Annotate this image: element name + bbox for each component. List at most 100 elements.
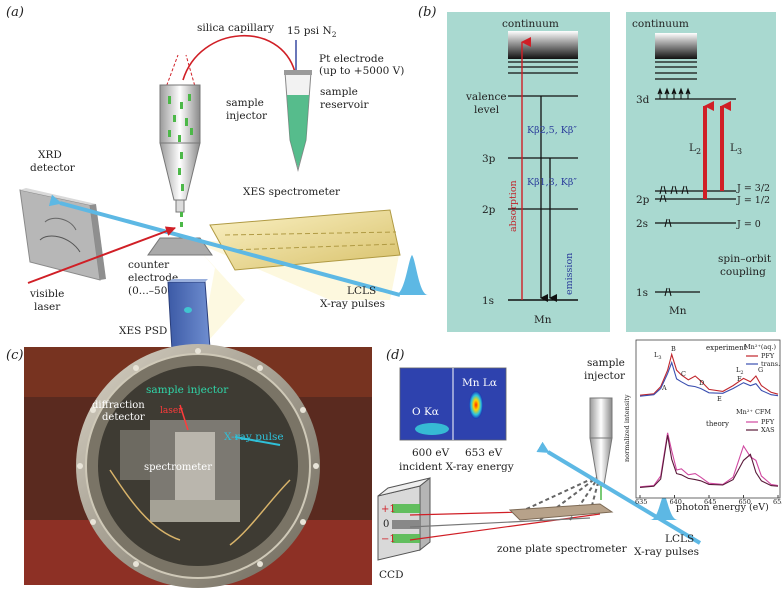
xes-psd-label: XES PSD <box>119 325 167 337</box>
element-label-left: Mn <box>534 314 552 326</box>
xrd-detector <box>19 188 106 281</box>
sample-label: sample <box>320 86 358 98</box>
spectrometer-photo-label: spectrometer <box>144 462 212 473</box>
sample-injector-d <box>589 397 613 500</box>
counter-label-1: counter <box>128 259 170 271</box>
silica-capillary <box>182 35 296 81</box>
diffraction-label-1: diffraction <box>92 400 145 411</box>
level-2p-label-left: 2p <box>482 204 496 216</box>
2s-electron-pair <box>664 218 672 228</box>
xray-pulse-pointer <box>234 436 281 446</box>
peak-g: G <box>758 366 763 374</box>
x-tick-label: 640 <box>670 498 682 506</box>
lcls-label-d-1: LCLS <box>665 533 694 545</box>
inset-spectrum-chart: 635640645650655 photon energy (eV) norma… <box>623 339 782 513</box>
inset-series <box>639 352 779 488</box>
xes-spectrometer-label: XES spectrometer <box>243 186 341 198</box>
absorption-label: absorption <box>508 180 519 232</box>
mn-la-spot <box>469 391 483 419</box>
level-2p-label-right: 2p <box>636 194 650 206</box>
panel-c: X-ray pulse sample injector laser diffra… <box>24 344 372 588</box>
continuum-label-left: continuum <box>502 18 559 30</box>
legend-xas: XAS <box>761 426 775 434</box>
panel-a: XRD detector silica capillary 15 psi N2 … <box>19 22 428 351</box>
series-line-theory-pfy <box>639 432 779 488</box>
peak-f: F <box>737 375 742 383</box>
continuum-lines-right <box>655 61 697 80</box>
kb13-label: Kβ1,3, Kβ″ <box>527 177 577 188</box>
j0-label: J = 0 <box>736 219 761 230</box>
injector-label-1: sample <box>226 97 264 109</box>
series-line-experiment-pfy <box>639 352 779 396</box>
lcls-label-a-1: LCLS <box>347 285 376 297</box>
emission-label: emission <box>564 253 575 295</box>
visible-laser-beam <box>27 226 176 284</box>
visible-label-1: visible <box>29 288 64 300</box>
reservoir-label: reservoir <box>320 99 369 111</box>
inset-mn-aq-label: Mn²⁺(aq.) <box>744 343 777 351</box>
peak-b: B <box>671 345 676 353</box>
valence-label-1: valence <box>465 91 507 103</box>
element-label-right: Mn <box>669 305 687 317</box>
3d-spin-up-electrons <box>657 87 691 99</box>
peak-e: E <box>717 395 722 403</box>
laser-pointer <box>179 404 189 431</box>
inset-mn-cfm-label: Mn²⁺ CFM <box>736 408 771 416</box>
continuum-band-left <box>508 31 578 59</box>
peak-l2: L2 <box>736 366 744 376</box>
sample-injector-d-label-2: injector <box>584 370 626 382</box>
energy-653-label: 653 eV <box>465 447 503 459</box>
panel-d: O Kα Mn Lα 600 eV 653 eV incident X-ray … <box>377 357 702 581</box>
mn-la-label: Mn Lα <box>462 377 497 389</box>
peak-c: C <box>681 370 686 378</box>
sample-injector-photo-label: sample injector <box>146 384 229 396</box>
series-line-theory-xas <box>639 435 779 488</box>
order-plus-1: +1 <box>381 504 396 515</box>
panel-b-right-background <box>626 12 776 332</box>
xes-psd <box>167 279 211 351</box>
droplet-stream <box>180 212 183 227</box>
flange-bolts <box>77 348 319 567</box>
1s-electron-pair-right <box>664 287 672 297</box>
legend-pfy-th: PFY <box>761 418 775 426</box>
sample-reservoir <box>284 70 312 172</box>
inset-frame <box>635 339 781 499</box>
order-0: 0 <box>383 519 389 530</box>
peak-l3: L3 <box>654 351 662 361</box>
xray-pulse-label: X-ray pulse <box>224 431 284 443</box>
panel-label-d: (d) <box>386 348 404 363</box>
inset-experiment-label: experiment <box>706 344 747 352</box>
injector-label-2: injector <box>226 110 268 122</box>
lcls-label-d-2: X-ray pulses <box>634 546 699 558</box>
inset-xlabel: photon energy (eV) <box>676 502 769 513</box>
x-tick-label: 635 <box>635 498 647 506</box>
ccd-label: CCD <box>379 569 404 581</box>
xes-reflected-fan <box>190 240 245 350</box>
kb25-label: Kβ2,5, Kβ″ <box>527 125 577 136</box>
n2-label: 15 psi N2 <box>287 25 337 39</box>
valence-label-2: level <box>474 104 500 116</box>
xray-beam-a <box>48 194 401 297</box>
panel-b-left-background <box>447 12 610 332</box>
peak-a: A <box>661 384 667 392</box>
pt-electrode-label: Pt electrode <box>319 53 384 65</box>
inset-ylabel: normalized intensity <box>623 394 631 462</box>
j12-label: J = 1/2 <box>736 195 770 206</box>
xray-beam-d <box>536 441 702 545</box>
o-ka-label: O Kα <box>412 406 439 418</box>
continuum-lines-left <box>508 61 578 74</box>
xrd-label-2: detector <box>30 162 76 174</box>
counter-label-2: electrode <box>128 272 178 284</box>
level-1s-label-right: 1s <box>636 287 648 299</box>
x-tick-label: 650 <box>739 498 751 506</box>
sample-injector-d-label-1: sample <box>587 357 625 369</box>
soc-label-2: coupling <box>720 266 766 278</box>
peak-d: D <box>699 379 704 387</box>
level-2s-label: 2s <box>636 218 648 230</box>
inset-x-ticks: 635640645650655 <box>635 495 782 506</box>
x-tick-label: 655 <box>773 498 782 506</box>
zone-plate <box>508 503 614 521</box>
panel-label-c: (c) <box>6 348 23 363</box>
laser-photo-label: laser <box>160 406 183 416</box>
